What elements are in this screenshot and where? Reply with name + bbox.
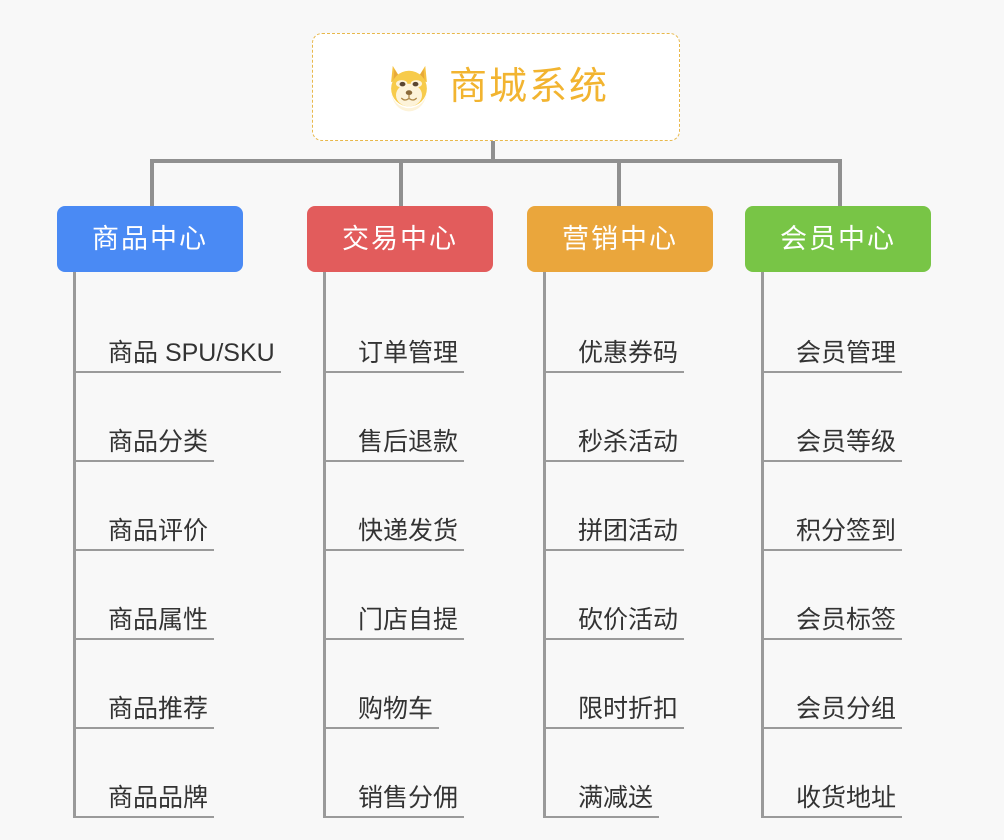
leaf-underline	[546, 549, 684, 551]
list-item[interactable]: 订单管理	[326, 284, 522, 373]
leaf-label: 砍价活动	[578, 605, 679, 634]
leaf-label: 优惠券码	[578, 338, 679, 367]
leaf-underline	[546, 371, 684, 373]
list-item[interactable]: 门店自提	[326, 551, 522, 640]
category-label-1: 商品中心	[92, 223, 208, 254]
leaf-label: 商品品牌	[108, 783, 209, 812]
leaf-underline	[764, 549, 902, 551]
leaf-label: 商品 SPU/SKU	[108, 338, 275, 367]
leaf-underline	[326, 638, 464, 640]
list-item[interactable]: 限时折扣	[546, 640, 735, 729]
connector-drop-3	[617, 159, 621, 207]
list-item[interactable]: 积分签到	[764, 462, 960, 551]
branch-column-2: 交易中心 订单管理 售后退款 快递发货 门店自提 购物车	[307, 206, 522, 818]
leaf-underline	[76, 549, 214, 551]
branch-column-1: 商品中心 商品 SPU/SKU 商品分类 商品评价 商品属性 商品推荐	[57, 206, 307, 818]
leaf-label: 限时折扣	[578, 694, 679, 723]
leaf-label: 拼团活动	[578, 516, 679, 545]
list-item[interactable]: 会员分组	[764, 640, 960, 729]
leaf-underline	[76, 638, 214, 640]
list-item[interactable]: 销售分佣	[326, 729, 522, 818]
leaf-list-4: 会员管理 会员等级 积分签到 会员标签 会员分组 收货地址	[761, 272, 960, 818]
connector-drop-1	[150, 159, 154, 207]
list-item[interactable]: 快递发货	[326, 462, 522, 551]
leaf-underline	[76, 727, 214, 729]
leaf-label: 会员分组	[796, 694, 897, 723]
leaf-underline	[326, 460, 464, 462]
leaf-underline	[76, 460, 214, 462]
leaf-list-1: 商品 SPU/SKU 商品分类 商品评价 商品属性 商品推荐 商品品牌	[73, 272, 307, 818]
list-item[interactable]: 满减送	[546, 729, 735, 818]
list-item[interactable]: 商品推荐	[76, 640, 307, 729]
leaf-label: 销售分佣	[358, 783, 459, 812]
list-item[interactable]: 拼团活动	[546, 462, 735, 551]
leaf-underline	[546, 816, 659, 818]
category-box-3[interactable]: 营销中心	[527, 206, 713, 272]
connector-drop-4	[838, 159, 842, 207]
leaf-label: 商品属性	[108, 605, 209, 634]
leaf-label: 会员等级	[796, 427, 897, 456]
category-box-2[interactable]: 交易中心	[307, 206, 493, 272]
list-item[interactable]: 商品品牌	[76, 729, 307, 818]
list-item[interactable]: 会员标签	[764, 551, 960, 640]
category-label-3: 营销中心	[562, 223, 678, 254]
category-label-2: 交易中心	[342, 223, 458, 254]
leaf-label: 商品评价	[108, 516, 209, 545]
connector-stem	[491, 141, 495, 163]
leaf-underline	[546, 638, 684, 640]
leaf-underline	[764, 460, 902, 462]
leaf-label: 满减送	[578, 783, 654, 812]
leaf-underline	[326, 816, 464, 818]
leaf-underline	[326, 727, 439, 729]
leaf-underline	[764, 727, 902, 729]
root-node[interactable]: 商城系统	[312, 33, 680, 141]
leaf-label: 购物车	[358, 694, 434, 723]
leaf-label: 积分签到	[796, 516, 897, 545]
connector-drop-2	[399, 159, 403, 207]
leaf-underline	[326, 371, 464, 373]
list-item[interactable]: 商品评价	[76, 462, 307, 551]
leaf-underline	[76, 816, 214, 818]
dog-face-icon	[391, 65, 427, 112]
list-item[interactable]: 砍价活动	[546, 551, 735, 640]
leaf-list-3: 优惠券码 秒杀活动 拼团活动 砍价活动 限时折扣 满减送	[543, 272, 735, 818]
leaf-underline	[764, 638, 902, 640]
leaf-label: 售后退款	[358, 427, 459, 456]
leaf-underline	[326, 549, 464, 551]
leaf-list-2: 订单管理 售后退款 快递发货 门店自提 购物车 销售分佣	[323, 272, 522, 818]
leaf-label: 会员标签	[796, 605, 897, 634]
leaf-label: 秒杀活动	[578, 427, 679, 456]
leaf-label: 收货地址	[796, 783, 897, 812]
category-label-4: 会员中心	[780, 223, 896, 254]
leaf-underline	[764, 371, 902, 373]
branch-column-3: 营销中心 优惠券码 秒杀活动 拼团活动 砍价活动 限时折扣	[527, 206, 735, 818]
leaf-underline	[546, 727, 684, 729]
list-item[interactable]: 商品分类	[76, 373, 307, 462]
list-item[interactable]: 商品 SPU/SKU	[76, 284, 307, 373]
list-item[interactable]: 收货地址	[764, 729, 960, 818]
leaf-label: 订单管理	[358, 338, 459, 367]
list-item[interactable]: 秒杀活动	[546, 373, 735, 462]
branch-column-4: 会员中心 会员管理 会员等级 积分签到 会员标签 会员分组	[745, 206, 960, 818]
leaf-label: 会员管理	[796, 338, 897, 367]
category-box-1[interactable]: 商品中心	[57, 206, 243, 272]
list-item[interactable]: 优惠券码	[546, 284, 735, 373]
leaf-label: 商品分类	[108, 427, 209, 456]
category-box-4[interactable]: 会员中心	[745, 206, 931, 272]
leaf-underline	[76, 371, 281, 373]
list-item[interactable]: 商品属性	[76, 551, 307, 640]
root-title: 商城系统	[448, 66, 609, 108]
list-item[interactable]: 售后退款	[326, 373, 522, 462]
list-item[interactable]: 会员管理	[764, 284, 960, 373]
leaf-label: 快递发货	[358, 516, 459, 545]
list-item[interactable]: 购物车	[326, 640, 522, 729]
leaf-label: 门店自提	[358, 605, 459, 634]
list-item[interactable]: 会员等级	[764, 373, 960, 462]
connector-bar	[150, 159, 842, 163]
leaf-underline	[764, 816, 902, 818]
leaf-underline	[546, 460, 684, 462]
leaf-label: 商品推荐	[108, 694, 209, 723]
